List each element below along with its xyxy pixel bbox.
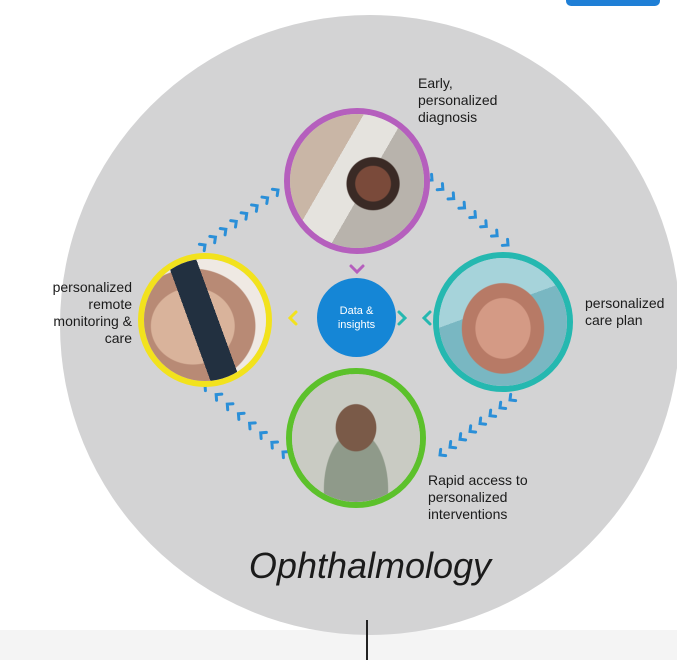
- flow-chevron: [479, 219, 488, 229]
- label-line: Rapid access to: [428, 472, 528, 488]
- flow-chevron: [260, 195, 270, 205]
- flow-chevron: [446, 191, 456, 201]
- flow-chevron: [468, 210, 478, 220]
- label-remote-monitoring: personalized remote monitoring & care: [20, 279, 132, 347]
- flow-chevron: [468, 424, 478, 434]
- flow-chevron: [457, 200, 467, 210]
- flow-chevron: [458, 432, 468, 442]
- label-line: personalized: [52, 279, 132, 295]
- label-line: Early,: [418, 75, 453, 91]
- label-line: care: [104, 330, 132, 346]
- flow-chevron: [498, 400, 508, 411]
- label-interventions: Rapid access to personalized interventio…: [428, 472, 528, 523]
- label-early-diagnosis: Early, personalized diagnosis: [418, 75, 497, 126]
- node-remote-monitoring: [138, 253, 272, 387]
- node-early-diagnosis: [284, 108, 430, 254]
- flow-chevron: [448, 440, 458, 450]
- flow-chevron: [218, 226, 228, 237]
- flow-chevron: [259, 430, 268, 440]
- flow-chevron: [214, 392, 224, 402]
- flow-chevron: [435, 182, 445, 192]
- flow-chevron: [478, 416, 488, 426]
- flow-chevron: [500, 237, 510, 247]
- flow-chevron: [236, 411, 246, 421]
- hub-label-line2: insights: [337, 318, 376, 331]
- label-line: personalized: [418, 92, 498, 108]
- corner-tab[interactable]: [566, 0, 660, 6]
- flow-chevron: [239, 211, 249, 221]
- bottom-strip: [0, 630, 677, 660]
- flow-chevron: [197, 242, 207, 253]
- flow-chevron: [208, 234, 218, 245]
- diagram-title: Ophthalmology: [248, 545, 492, 586]
- flow-chevron: [270, 440, 279, 450]
- flow-chevron: [247, 421, 257, 431]
- label-line: personalized: [585, 295, 665, 311]
- hub-chevron-left: [287, 310, 298, 326]
- node-care-plan: [433, 252, 573, 392]
- label-care-plan: personalized care plan: [585, 295, 677, 329]
- data-insights-hub: Data & insights: [317, 278, 396, 357]
- label-line: monitoring &: [53, 313, 132, 329]
- label-line: personalized: [428, 489, 508, 505]
- hands-photo: [439, 258, 567, 386]
- hub-chevron-top: [349, 264, 365, 275]
- flow-chevron: [488, 408, 498, 418]
- hub-label-line1: Data &: [339, 304, 374, 317]
- hub-chevron-right: [397, 310, 408, 326]
- label-line: diagnosis: [418, 109, 478, 125]
- flow-chevron: [508, 392, 518, 403]
- label-line: interventions: [428, 506, 508, 522]
- node-interventions: [286, 368, 426, 508]
- label-line: remote: [88, 296, 132, 312]
- flow-chevron: [225, 402, 235, 412]
- label-line: care plan: [585, 312, 643, 328]
- hub-chevron-right: [421, 310, 432, 326]
- flow-chevron: [229, 219, 238, 229]
- diagnosis-photo: [290, 114, 424, 248]
- flow-chevron: [438, 447, 448, 458]
- flow-chevron: [250, 203, 259, 213]
- phone-photo: [144, 259, 266, 381]
- flow-chevron: [490, 228, 499, 238]
- patient-photo: [292, 374, 420, 502]
- divider-line: [366, 620, 368, 660]
- flow-chevron: [270, 187, 280, 198]
